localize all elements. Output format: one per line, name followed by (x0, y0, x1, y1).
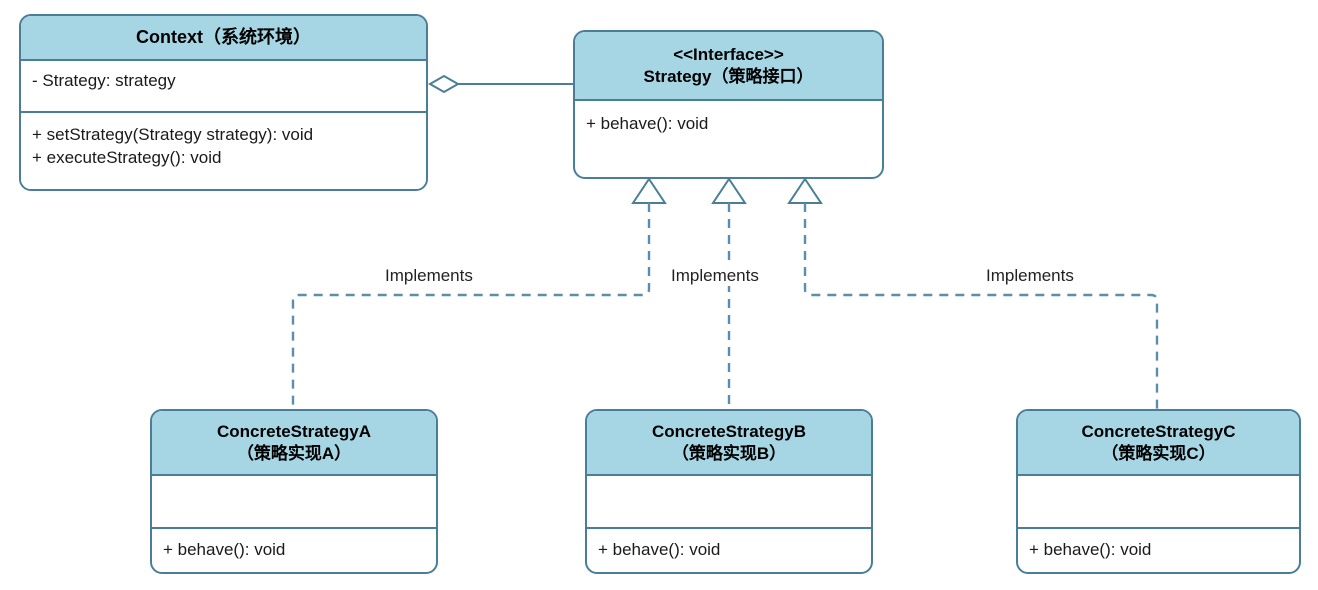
class-name-strategy: Strategy（策略接口） (643, 66, 814, 86)
operations-compartment-context: + setStrategy(Strategy strategy): void +… (21, 113, 426, 189)
operations-compartment-concrete-strategy-a: + behave(): void (152, 529, 436, 562)
edge-label-implements-a: Implements (381, 266, 477, 286)
implements-line-c (803, 203, 1159, 409)
class-name-concrete-strategy-a-line2: （策略实现A） (236, 443, 352, 463)
stereotype-label-strategy: <<Interface>> (673, 44, 784, 64)
implements-edge-c (787, 177, 1159, 409)
class-name-concrete-strategy-b-line2: （策略实现B） (671, 443, 787, 463)
class-name-concrete-strategy-c-line2: （策略实现C） (1101, 443, 1216, 463)
attributes-compartment-concrete-strategy-b (587, 476, 871, 529)
class-name-concrete-strategy-b-line1: ConcreteStrategyB (652, 421, 806, 441)
operations-compartment-strategy: + behave(): void (575, 101, 882, 136)
operations-compartment-concrete-strategy-c: + behave(): void (1018, 529, 1299, 562)
hollow-triangle-icon-b (711, 177, 747, 204)
implements-edge-b (711, 177, 747, 409)
hollow-triangle-icon-c (787, 177, 823, 204)
class-box-context[interactable]: Context（系统环境） - Strategy: strategy + set… (19, 14, 428, 191)
class-box-strategy[interactable]: <<Interface>> Strategy（策略接口） + behave():… (573, 30, 884, 179)
class-header-concrete-strategy-c: ConcreteStrategyC （策略实现C） (1018, 411, 1299, 476)
aggregation-edge-context-strategy (427, 74, 573, 94)
class-name-context: Context（系统环境） (21, 16, 426, 61)
edge-label-implements-b: Implements (667, 266, 763, 286)
hollow-triangle-icon-a (631, 177, 667, 204)
edge-label-implements-c: Implements (982, 266, 1078, 286)
class-box-concrete-strategy-a[interactable]: ConcreteStrategyA （策略实现A） + behave(): vo… (150, 409, 438, 574)
implements-line-a (291, 203, 651, 409)
hollow-diamond-icon (427, 74, 461, 94)
class-box-concrete-strategy-c[interactable]: ConcreteStrategyC （策略实现C） + behave(): vo… (1016, 409, 1301, 574)
class-header-strategy: <<Interface>> Strategy（策略接口） (575, 32, 882, 101)
attributes-compartment-context: - Strategy: strategy (21, 61, 426, 113)
attributes-compartment-concrete-strategy-c (1018, 476, 1299, 529)
attributes-compartment-concrete-strategy-a (152, 476, 436, 529)
class-header-concrete-strategy-a: ConcreteStrategyA （策略实现A） (152, 411, 436, 476)
implements-edge-a (291, 177, 667, 409)
class-box-concrete-strategy-b[interactable]: ConcreteStrategyB （策略实现B） + behave(): vo… (585, 409, 873, 574)
class-name-concrete-strategy-a-line1: ConcreteStrategyA (217, 421, 371, 441)
class-header-concrete-strategy-b: ConcreteStrategyB （策略实现B） (587, 411, 871, 476)
class-name-concrete-strategy-c-line1: ConcreteStrategyC (1081, 421, 1236, 441)
operations-compartment-concrete-strategy-b: + behave(): void (587, 529, 871, 562)
